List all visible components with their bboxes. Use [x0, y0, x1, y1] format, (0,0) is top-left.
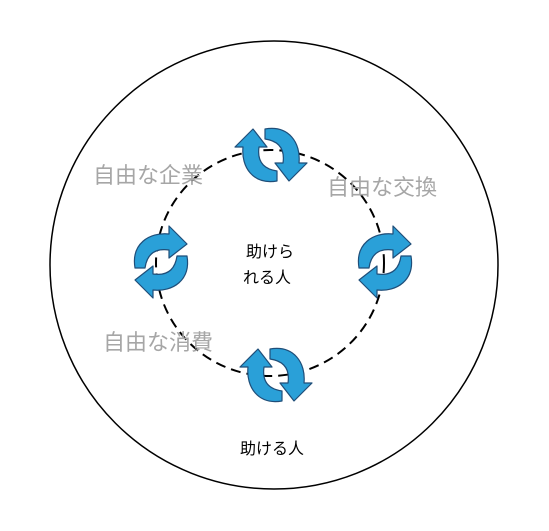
cycle-arrows-icon-left: [133, 225, 189, 299]
label-free-consumption: 自由な消費: [103, 331, 214, 356]
label-helped-person-line2: れる人: [243, 268, 292, 287]
cycle-arrows-icon-bottom: [239, 347, 313, 403]
label-free-enterprise: 自由な企業: [93, 164, 204, 189]
label-helper-person: 助ける人: [240, 439, 305, 458]
label-helped-person-line1: 助けら: [246, 242, 295, 261]
dashed-circle: [155, 149, 385, 377]
label-free-exchange: 自由な交換: [327, 176, 438, 201]
outer-circle: [49, 40, 499, 490]
cycle-arrows-icon-top: [234, 127, 308, 183]
cycle-arrows-icon-right: [357, 225, 413, 299]
